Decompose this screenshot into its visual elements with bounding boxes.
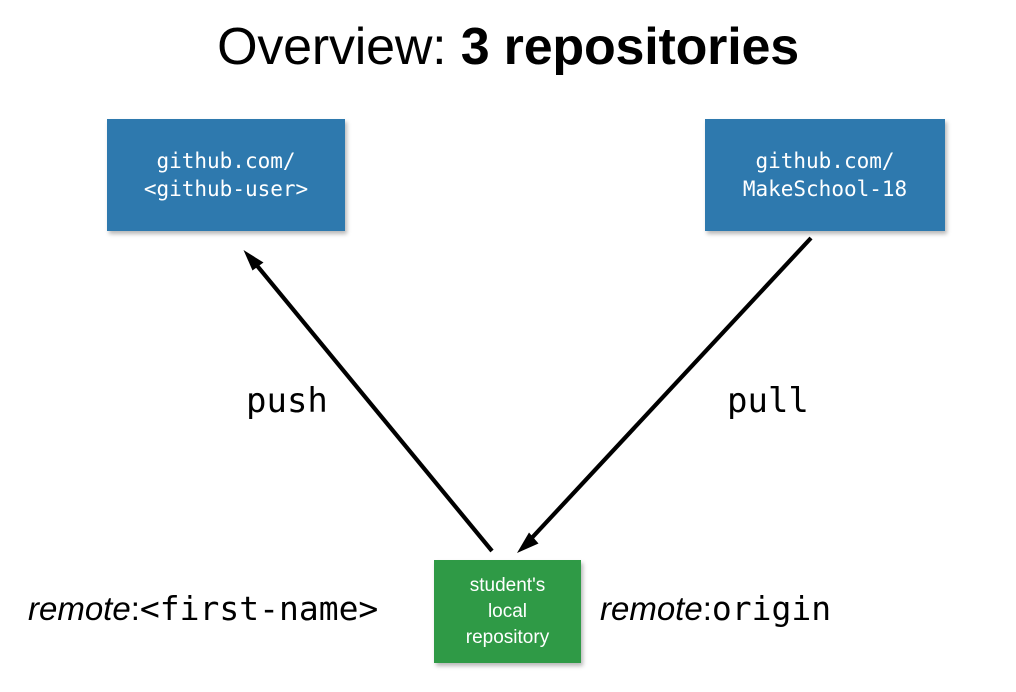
push-arrow-label: push	[246, 381, 328, 421]
remote-caption-right: remote:origin	[600, 586, 831, 639]
remote-right-separator: :	[702, 590, 712, 627]
repo-local-line1: student's	[469, 574, 546, 596]
page-title-regular: Overview:	[217, 18, 461, 76]
repo-github-user-line1: github.com/	[156, 149, 296, 173]
repo-box-local[interactable]: student's local repository	[434, 560, 581, 663]
page-title-bold: 3 repositories	[460, 18, 799, 76]
repo-makeschool-line1: github.com/	[755, 149, 895, 173]
remote-left-value: <first-name>	[139, 589, 379, 628]
repo-local-line2: local	[487, 600, 528, 622]
remote-left-separator: :	[130, 590, 140, 627]
remote-left-keyword: remote	[28, 590, 131, 627]
remote-caption-left: remote:<first-name>	[28, 586, 378, 639]
repo-local-line3: repository	[465, 626, 550, 648]
pull-arrow-label: pull	[727, 381, 809, 421]
repo-box-makeschool[interactable]: github.com/ MakeSchool-18	[705, 119, 945, 231]
page-title: Overview: 3 repositories	[0, 16, 1016, 78]
remote-right-value: origin	[711, 589, 832, 628]
repo-github-user-line2: <github-user>	[143, 177, 309, 201]
repo-makeschool-line2: MakeSchool-18	[742, 177, 908, 201]
repo-box-github-user[interactable]: github.com/ <github-user>	[107, 119, 345, 231]
remote-right-keyword: remote	[600, 590, 703, 627]
